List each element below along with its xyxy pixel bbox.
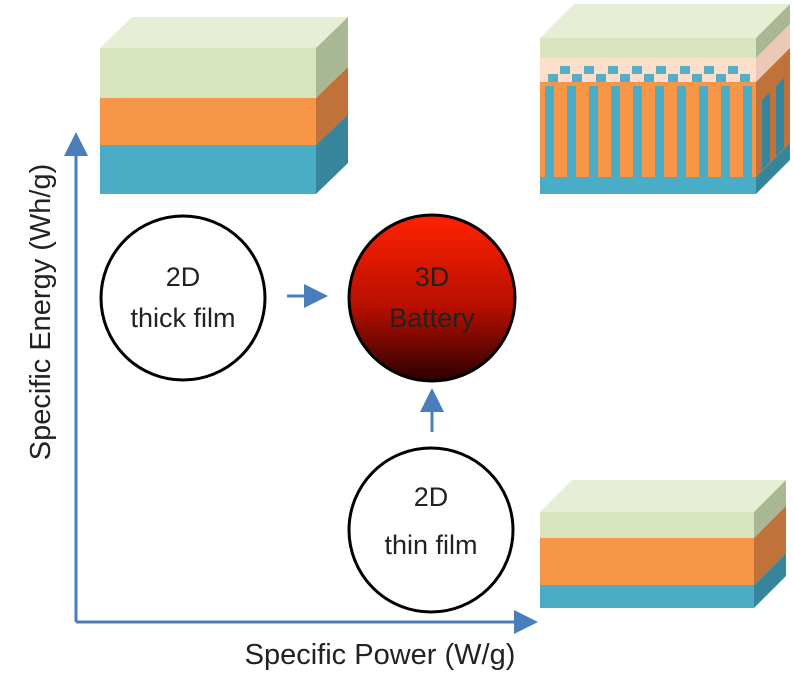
battery-line1: 3D <box>415 262 450 292</box>
thin-film-line1: 2D <box>414 482 449 512</box>
node-3d-battery: 3D Battery <box>347 213 517 383</box>
y-axis-label: Specific Energy (Wh/g) <box>25 164 57 461</box>
battery-line2: Battery <box>389 303 475 333</box>
thick-film-stack-image <box>100 17 348 194</box>
thin-film-stack-image <box>540 480 786 608</box>
thick-film-line2: thick film <box>130 303 235 333</box>
thin-film-line2: thin film <box>384 530 477 560</box>
thick-film-line1: 2D <box>166 262 201 292</box>
x-axis-label: Specific Power (W/g) <box>245 639 516 671</box>
3d-battery-structure-image <box>540 4 790 194</box>
node-2d-thin-film: 2D thin film <box>347 446 515 614</box>
node-2d-thick-film: 2D thick film <box>99 214 267 382</box>
